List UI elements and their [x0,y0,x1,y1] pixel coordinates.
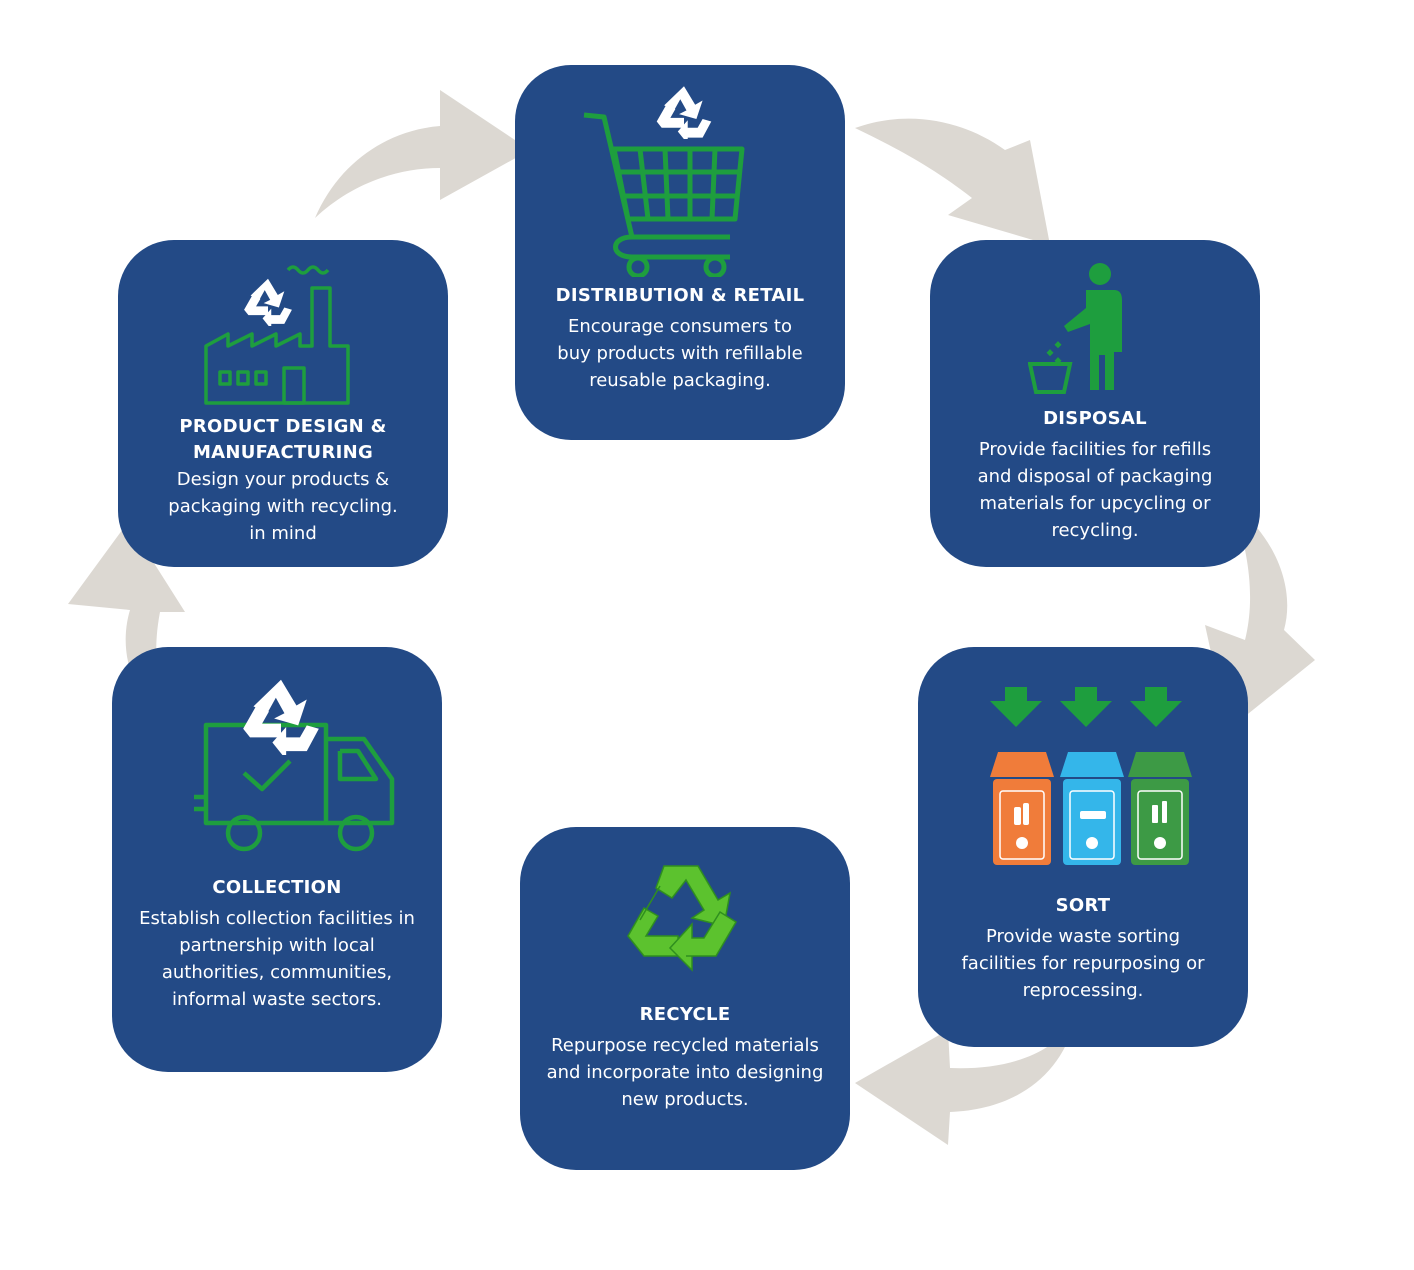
down-arrow-icon [990,687,1182,727]
recycle-icon [244,278,292,326]
stage-title: DISTRIBUTION & RETAIL [555,285,805,306]
arrow-design-to-distribution [315,90,530,218]
person-disposing-trash-icon [1028,263,1122,394]
stage-title: DISPOSAL [1043,408,1147,429]
factory-icon [204,265,350,405]
stage-title: COLLECTION [212,877,342,898]
recycle-icon [243,679,319,755]
stage-sort: SORT Provide waste sorting facilities fo… [918,647,1248,1047]
stage-recycle: RECYCLE Repurpose recycled materials and… [520,827,850,1170]
stage-description: Design your products & packaging with re… [168,469,398,544]
stage-description: Repurpose recycled materials and incorpo… [546,1035,824,1110]
stage-description: Provide facilities for refills and dispo… [977,439,1213,541]
stage-title: PRODUCT DESIGN & MANUFACTURING [179,416,387,463]
stage-disposal: DISPOSAL Provide facilities for refills … [930,240,1260,567]
stage-title: SORT [1055,895,1111,916]
stage-title: RECYCLE [639,1004,731,1025]
stage-description: Establish collection facilities in partn… [139,908,415,1010]
stage-distribution-retail: DISTRIBUTION & RETAIL Encourage consumer… [515,65,845,440]
sorting-bins-icon [990,752,1192,865]
arrow-distribution-to-disposal [855,118,1050,245]
stage-collection: COLLECTION Establish collection faciliti… [112,647,442,1072]
arrow-sort-to-recycle [855,1020,1075,1145]
shopping-cart-icon [583,112,745,277]
stage-description: Provide waste sorting facilities for rep… [961,926,1205,1001]
stage-description: Encourage consumers to buy products with… [557,316,803,391]
stage-product-design-manufacturing: PRODUCT DESIGN & MANUFACTURING Design yo… [118,240,448,567]
recycle-icon [656,86,712,139]
recycle-symbol-icon [627,865,738,972]
